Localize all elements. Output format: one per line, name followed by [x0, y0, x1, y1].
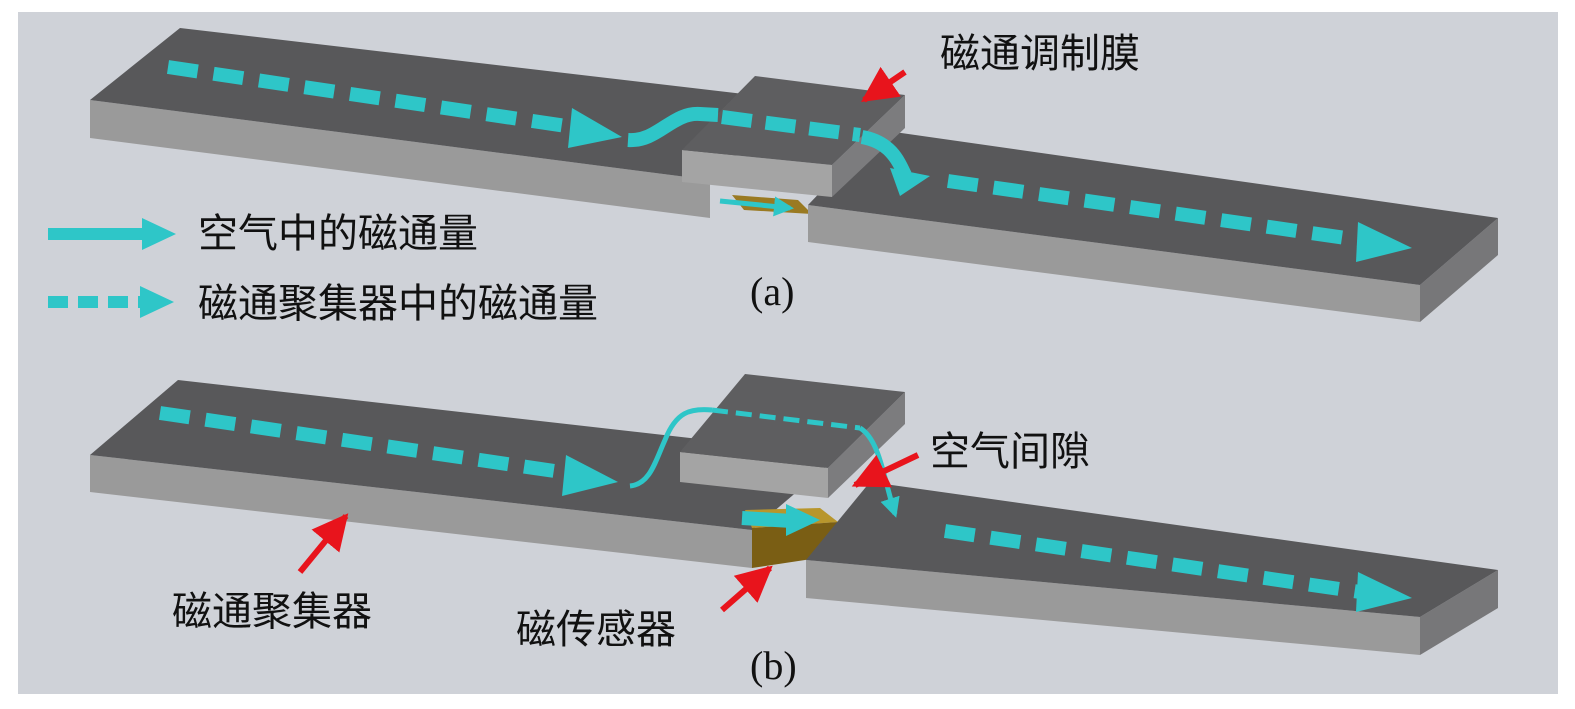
- panel-b-sensor-pointer: [720, 565, 773, 613]
- panel-b-flux-dashed-right: [943, 524, 1362, 599]
- panel-b-label: (b): [750, 643, 797, 688]
- panel-b-air-gap-pointer: [851, 452, 920, 488]
- panel-a-film-pointer: [861, 66, 907, 103]
- panel-a-flux-dashed-right: [947, 174, 1361, 247]
- panel-a-air-flux-small: [719, 196, 794, 217]
- panel-a-flux-arrowhead-bend: [890, 168, 930, 196]
- legend-dashed-arrowhead: [140, 286, 174, 318]
- panel-a-flux-arrowhead-left: [568, 108, 622, 148]
- panel-a-flux-dashed-left: [166, 60, 582, 135]
- panel-a-flux-path: [166, 60, 1412, 262]
- panel-b-flux-path: [158, 406, 1412, 612]
- label-magnetic-sensor: 磁传感器: [516, 607, 676, 653]
- panel-b-flux-arrowhead-right: [1356, 572, 1412, 612]
- legend-solid-arrowhead: [142, 218, 176, 250]
- panel-a-label: (a): [750, 269, 795, 314]
- panel-a-flux-dashed-film: [721, 110, 861, 142]
- panel-a-flux-arrowhead-right: [1356, 222, 1412, 262]
- panel-b-air-flux-over-film: [711, 407, 861, 431]
- panel-b-air-flux-rise: [629, 407, 713, 489]
- panel-b-left-concentrator: [90, 380, 840, 568]
- panel-b-flux-arrowhead-left: [562, 455, 618, 496]
- panel-b-concentrator-pointer: [297, 513, 349, 574]
- legend-label-concentrator-flux: 磁通聚集器中的磁通量: [198, 281, 598, 327]
- label-concentrator: 磁通聚集器: [172, 589, 372, 635]
- label-air-gap: 空气间隙: [930, 429, 1090, 475]
- legend: [48, 218, 176, 318]
- panel-b-flux-dashed-left: [158, 406, 577, 481]
- legend-label-air-flux: 空气中的磁通量: [198, 211, 478, 257]
- label-modulation-film: 磁通调制膜: [940, 31, 1140, 77]
- panel-b-sensor-flux: [741, 511, 793, 528]
- panel-b-sensor-flux-arrowhead: [786, 504, 820, 536]
- panel-a-flux-transition: [627, 106, 719, 148]
